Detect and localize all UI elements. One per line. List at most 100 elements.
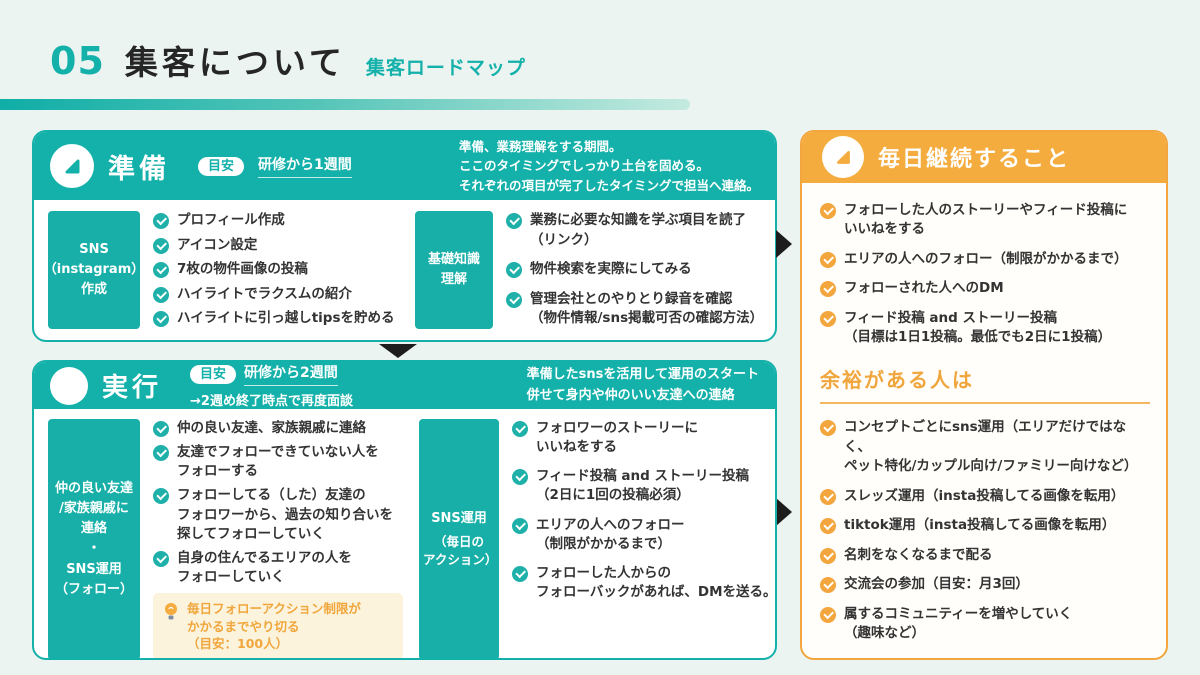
exec-badge: 目安 (190, 364, 237, 384)
list-item: 属するコミュニティーを増やしていく （趣味など） (820, 605, 1150, 644)
prep-group-sns-label: SNS （instagram） 作成 (44, 211, 144, 329)
down-arrow-icon (379, 344, 417, 358)
check-icon (512, 517, 528, 534)
list-item: フォロワーのストーリーに いいねをする (512, 419, 775, 457)
check-icon (820, 281, 836, 298)
checklist-item-text: 交流会の参加（目安：月3回） (844, 576, 1029, 593)
list-item: コンセプトごとにsns運用（エリアだけではなく、 ペット特化/カップル向け/ファ… (820, 418, 1150, 477)
checklist-item-text: フィード投稿 and ストーリー投稿 （目標は1日1投稿。最低でも2日に1投稿） (844, 309, 1112, 346)
list-item: エリアの人へのフォロー（制限がかかるまで） (820, 250, 1150, 270)
checklist-item-text: 自身の住んでるエリアの人を フォローしていく (177, 549, 352, 586)
header-gradient-bar (0, 99, 690, 110)
circle-icon (50, 366, 88, 405)
check-icon (820, 202, 836, 219)
prep-badge: 目安 (198, 156, 245, 176)
check-icon (820, 547, 836, 564)
check-icon (820, 310, 836, 327)
exec-badge-value: 研修から2週間 (244, 362, 338, 386)
check-icon (820, 251, 836, 268)
list-item: フォローされた人へのDM (820, 279, 1150, 299)
exec-follow-checklist: 仲の良い友達、家族親戚に連絡 友達でフォローできていない人を フォローする フォ… (153, 419, 403, 587)
prep-card-header: 準備 目安 研修から1週間 準備、業務理解をする期間。 ここのタイミングでしっか… (34, 132, 775, 201)
daily-title: 毎日継続すること (878, 147, 1071, 173)
checklist-item-text: 属するコミュニティーを増やしていく （趣味など） (844, 605, 1073, 642)
checklist-item-text: ハイライトに引っ越しtipsを貯める (177, 310, 395, 327)
prep-group-knowledge: 基礎知識 理解 業務に必要な知識を学ぶ項目を読了 （リンク） 物件検索を実際にし… (415, 211, 772, 329)
exec-follow-column: 仲の良い友達、家族親戚に連絡 友達でフォローできていない人を フォローする フォ… (153, 419, 403, 658)
list-item: tiktok運用（insta投稿してる画像を転用） (820, 516, 1150, 536)
list-item: エリアの人へのフォロー （制限がかかるまで） (512, 516, 775, 554)
list-item: 友達でフォローできていない人を フォローする (153, 443, 403, 481)
exec-daily-action-checklist: フォロワーのストーリーに いいねをする フィード投稿 and ストーリー投稿 （… (512, 419, 777, 658)
list-item: 物件検索を実際にしてみる (506, 260, 772, 280)
daily-action-label-main: SNS運用 (431, 510, 487, 526)
list-item: ハイライトでラクスムの紹介 (153, 285, 399, 305)
pen-icon (822, 136, 864, 179)
check-icon (153, 421, 169, 437)
right-arrow-icon (776, 230, 792, 258)
checklist-item-text: フォローした人のストーリーやフィード投稿に いいねをする (844, 201, 1128, 238)
right-arrow-icon (776, 498, 792, 526)
check-icon (506, 213, 522, 230)
check-icon (153, 550, 169, 567)
list-item: ハイライトに引っ越しtipsを貯める (153, 309, 399, 329)
check-icon (153, 286, 169, 303)
daily-subheading: 余裕がある人は (820, 367, 974, 392)
check-icon (820, 488, 836, 505)
check-icon (153, 262, 169, 279)
prep-knowledge-checklist: 業務に必要な知識を学ぶ項目を読了 （リンク） 物件検索を実際にしてみる 管理会社… (506, 211, 772, 329)
daily-card-body: フォローした人のストーリーやフィード投稿に いいねをする エリアの人へのフォロー… (802, 183, 1166, 658)
checklist-item-text: tiktok運用（insta投稿してる画像を転用） (844, 517, 1116, 534)
exec-title: 実行 (102, 373, 163, 403)
checklist-item-text: スレッズ運用（insta投稿してる画像を転用） (844, 487, 1125, 504)
checklist-item-text: フォローした人からの フォローバックがあれば、DMを送る。 (536, 564, 777, 601)
checklist-item-text: 7枚の物件画像の投稿 (177, 261, 308, 278)
checklist-item-text: エリアの人へのフォロー （制限がかかるまで） (536, 516, 685, 552)
list-item: フォローした人のストーリーやフィード投稿に いいねをする (820, 201, 1150, 240)
list-item: プロフィール作成 (153, 211, 399, 231)
exec-badge-note: →2週め終了時点で再度面談 (190, 394, 353, 409)
checklist-item-text: フォロワーのストーリーに いいねをする (536, 420, 698, 456)
list-item: フォローした人からの フォローバックがあれば、DMを送る。 (512, 564, 777, 602)
prep-sns-checklist: プロフィール作成 アイコン設定 7枚の物件画像の投稿 ハイライトでラクスムの紹介… (153, 211, 399, 329)
exec-badge-group: 目安 研修から2週間 →2週め終了時点で再度面談 (190, 362, 353, 409)
checklist-item-text: 業務に必要な知識を学ぶ項目を読了 （リンク） (530, 212, 746, 248)
exec-group-follow-label: 仲の良い友達 /家族親戚に 連絡 ・ SNS運用 （フォロー） (48, 419, 140, 658)
list-item: フォローしてる（した）友達の フォロワーから、過去の知り合いを 探してフォローし… (153, 486, 403, 543)
exec-card-header: 実行 目安 研修から2週間 →2週め終了時点で再度面談 準備したsnsを活用して… (34, 362, 775, 409)
check-icon (820, 518, 836, 535)
prep-group-sns: SNS （instagram） 作成 プロフィール作成 アイコン設定 7枚の物件… (44, 211, 399, 329)
list-item: 管理会社とのやりとり録音を確認 （物件情報/sns掲載可否の確認方法） (506, 290, 772, 329)
list-item: フィード投稿 and ストーリー投稿 （目標は1日1投稿。最低でも2日に1投稿） (820, 309, 1150, 348)
exec-card-body: 仲の良い友達 /家族親戚に 連絡 ・ SNS運用 （フォロー） 仲の良い友達、家… (34, 409, 777, 658)
check-icon (153, 311, 169, 328)
checklist-item-text: フィード投稿 and ストーリー投稿 （2日に1回の投稿必須） (536, 468, 750, 504)
checklist-item-text: コンセプトごとにsns運用（エリアだけではなく、 ペット特化/カップル向け/ファ… (844, 418, 1138, 475)
checklist-item-text: 友達でフォローできていない人を フォローする (177, 444, 379, 480)
check-icon (153, 237, 169, 254)
check-icon (820, 577, 836, 594)
list-item: 仲の良い友達、家族親戚に連絡 (153, 419, 403, 438)
divider (820, 401, 1150, 404)
page-header: 05 集客について 集客ロードマップ (50, 36, 526, 84)
daily-card: 毎日継続すること フォローした人のストーリーやフィード投稿に いいねをする エリ… (800, 130, 1168, 660)
list-item: フィード投稿 and ストーリー投稿 （2日に1回の投稿必須） (512, 467, 775, 505)
checklist-item-text: 名刺をなくなるまで配る (844, 546, 993, 563)
exec-group-follow: 仲の良い友達 /家族親戚に 連絡 ・ SNS運用 （フォロー） 仲の良い友達、家… (48, 419, 403, 658)
page-title: 集客について (124, 43, 346, 82)
list-item: 7枚の物件画像の投稿 (153, 260, 399, 280)
checklist-item-text: 管理会社とのやりとり録音を確認 （物件情報/sns掲載可否の確認方法） (530, 290, 764, 327)
list-item: スレッズ運用（insta投稿してる画像を転用） (820, 487, 1150, 507)
daily-extra-checklist: コンセプトごとにsns運用（エリアだけではなく、 ペット特化/カップル向け/ファ… (820, 418, 1150, 644)
exec-card: 実行 目安 研修から2週間 →2週め終了時点で再度面談 準備したsnsを活用して… (32, 360, 777, 660)
daily-checklist: フォローした人のストーリーやフィード投稿に いいねをする エリアの人へのフォロー… (820, 201, 1150, 348)
page-subtitle: 集客ロードマップ (365, 57, 526, 79)
check-icon (153, 213, 169, 230)
checklist-item-text: フォローされた人へのDM (844, 280, 1004, 297)
checklist-item-text: プロフィール作成 (177, 212, 285, 229)
check-icon (820, 419, 836, 436)
prep-card: 準備 目安 研修から1週間 準備、業務理解をする期間。 ここのタイミングでしっか… (32, 130, 777, 342)
prep-title: 準備 (108, 153, 170, 185)
pen-icon (50, 144, 94, 189)
